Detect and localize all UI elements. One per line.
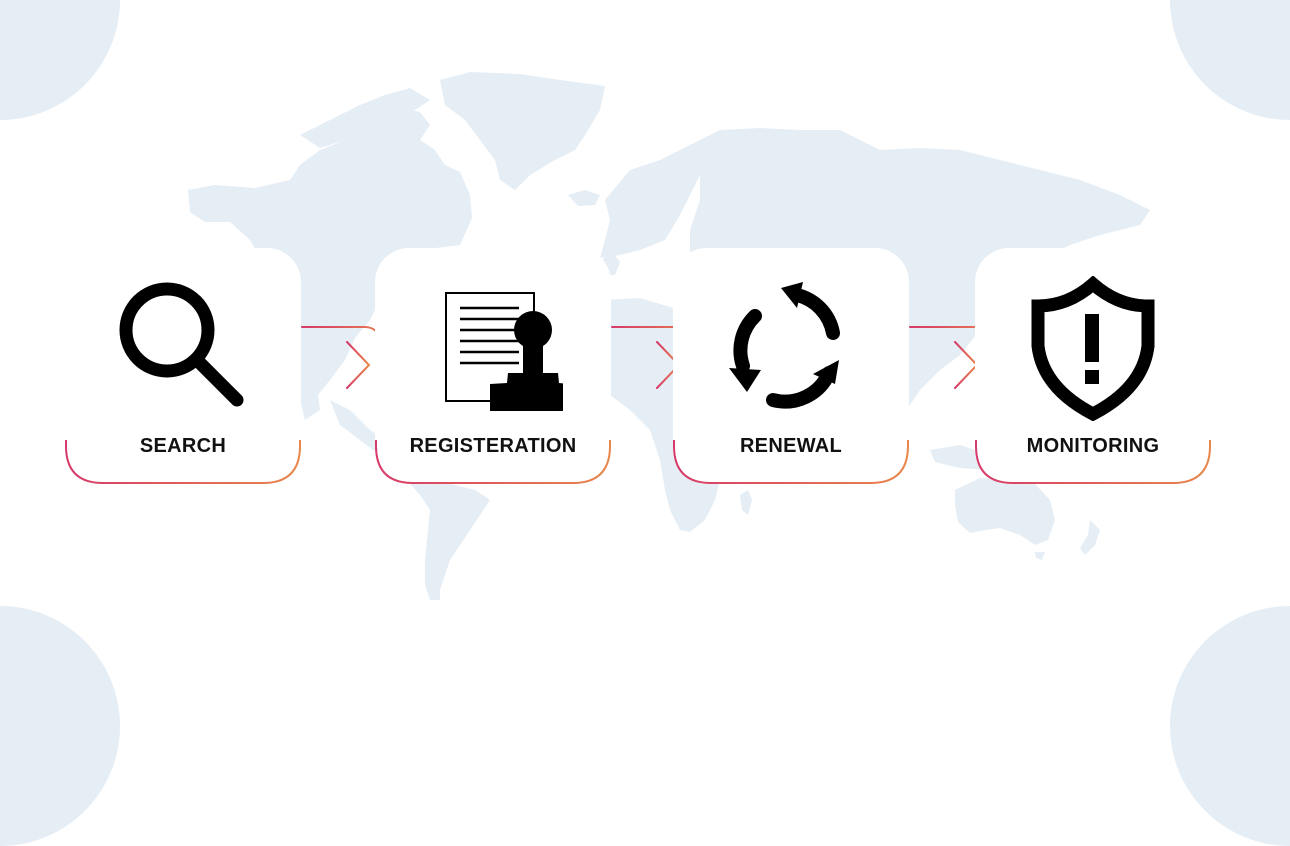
map-south-america <box>405 478 490 600</box>
step-label: RENEWAL <box>739 435 843 457</box>
world-map-background <box>188 72 1150 600</box>
shield-alert-icon <box>975 275 1211 421</box>
step-card-monitoring: MONITORING <box>975 248 1211 484</box>
step-card-search: SEARCH <box>65 248 301 484</box>
map-arctic-islands <box>300 88 430 148</box>
card-underline <box>375 440 611 484</box>
map-madagascar <box>740 490 752 515</box>
step-card-renewal: RENEWAL <box>673 248 909 484</box>
map-north-america <box>188 108 472 420</box>
cycle-arrows-icon <box>673 278 909 418</box>
map-new-zealand <box>1080 520 1100 555</box>
search-icon <box>65 278 301 418</box>
map-europe <box>600 150 700 258</box>
map-iceland <box>568 190 600 206</box>
document-stamp-icon <box>375 278 611 418</box>
step-label: SEARCH <box>139 435 227 457</box>
card-underline <box>65 440 301 484</box>
map-tasmania <box>1035 552 1045 560</box>
step-card-registeration: REGISTERATION <box>375 248 611 484</box>
card-underline <box>975 440 1211 484</box>
chevron-right-icon <box>954 341 979 389</box>
step-label: MONITORING <box>1026 435 1160 457</box>
card-underline <box>673 440 909 484</box>
chevron-right-icon <box>346 341 371 389</box>
map-greenland <box>440 72 605 190</box>
step-label: REGISTERATION <box>409 435 577 457</box>
map-australia <box>955 478 1055 545</box>
